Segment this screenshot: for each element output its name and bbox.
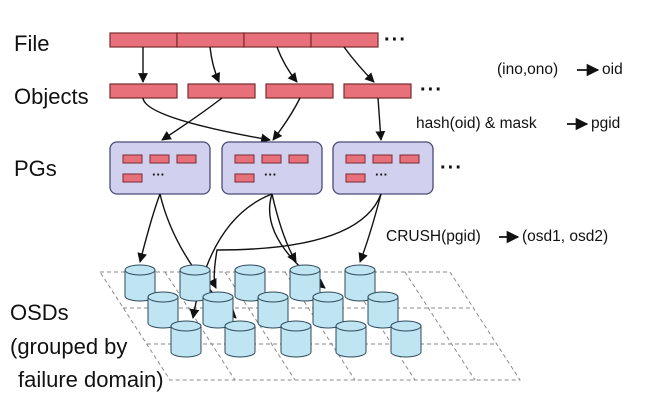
osd-disk xyxy=(312,291,344,329)
osd-disk xyxy=(367,291,399,329)
pgs-label: PGs xyxy=(14,156,57,181)
osd-disk xyxy=(224,320,256,358)
arrow xyxy=(343,46,375,83)
pg-box xyxy=(332,141,434,195)
arrow xyxy=(375,97,386,141)
pg-ellipsis: ··· xyxy=(152,167,165,182)
object-block xyxy=(109,83,178,99)
objects-label: Objects xyxy=(14,84,89,109)
osd-disk xyxy=(234,264,266,302)
failure-domain-label: failure domain) xyxy=(18,367,164,392)
oid-annotation: oid xyxy=(602,61,623,78)
arrow xyxy=(271,193,297,263)
objects-ellipsis: ··· xyxy=(420,79,443,101)
osd-pair-annotation: (osd1, osd2) xyxy=(522,228,609,245)
placement-groups xyxy=(109,141,434,195)
file-segment xyxy=(310,32,379,48)
pg-ellipsis: ··· xyxy=(375,167,388,182)
file-label: File xyxy=(14,31,50,56)
arrow xyxy=(209,46,220,83)
osds-label: OSDs xyxy=(10,300,69,325)
file-segment xyxy=(109,32,178,48)
crush-annotation: CRUSH(pgid) xyxy=(386,228,481,245)
arrow xyxy=(207,193,382,289)
arrow xyxy=(358,193,382,263)
file-segment xyxy=(243,32,312,48)
file-bar xyxy=(109,32,379,48)
hash-annotation: hash(oid) & mask xyxy=(416,115,537,132)
pg-box xyxy=(221,141,323,195)
arrow xyxy=(142,97,271,144)
pgs-ellipsis: ··· xyxy=(440,157,463,179)
objects-row xyxy=(109,83,412,99)
osd-disk xyxy=(257,291,289,329)
pgid-annotation: pgid xyxy=(591,115,621,132)
ino-ono-annotation: (ino,ono) xyxy=(497,61,559,78)
osd-disk xyxy=(124,264,156,302)
file-ellipsis: ··· xyxy=(384,29,407,51)
file-segment xyxy=(176,32,245,48)
osds-grouping-label: (grouped by xyxy=(10,334,128,359)
pg-ellipsis: ··· xyxy=(264,167,277,182)
osd-disk xyxy=(335,320,367,358)
arrow xyxy=(276,46,298,83)
annotation-arrows xyxy=(499,63,600,244)
osd-disk xyxy=(390,320,422,358)
osd-disk xyxy=(147,291,179,329)
object-to-pg-arrows xyxy=(142,97,386,144)
osd-disk xyxy=(280,320,312,358)
arrow xyxy=(272,97,301,141)
osd-disk xyxy=(170,320,202,358)
object-block xyxy=(187,83,256,99)
object-block xyxy=(343,83,412,99)
object-block xyxy=(265,83,334,99)
osd-disks xyxy=(124,264,422,358)
pg-box xyxy=(109,141,211,195)
file-to-object-arrows xyxy=(138,46,375,83)
arrow xyxy=(161,97,223,141)
arrow xyxy=(137,193,161,263)
